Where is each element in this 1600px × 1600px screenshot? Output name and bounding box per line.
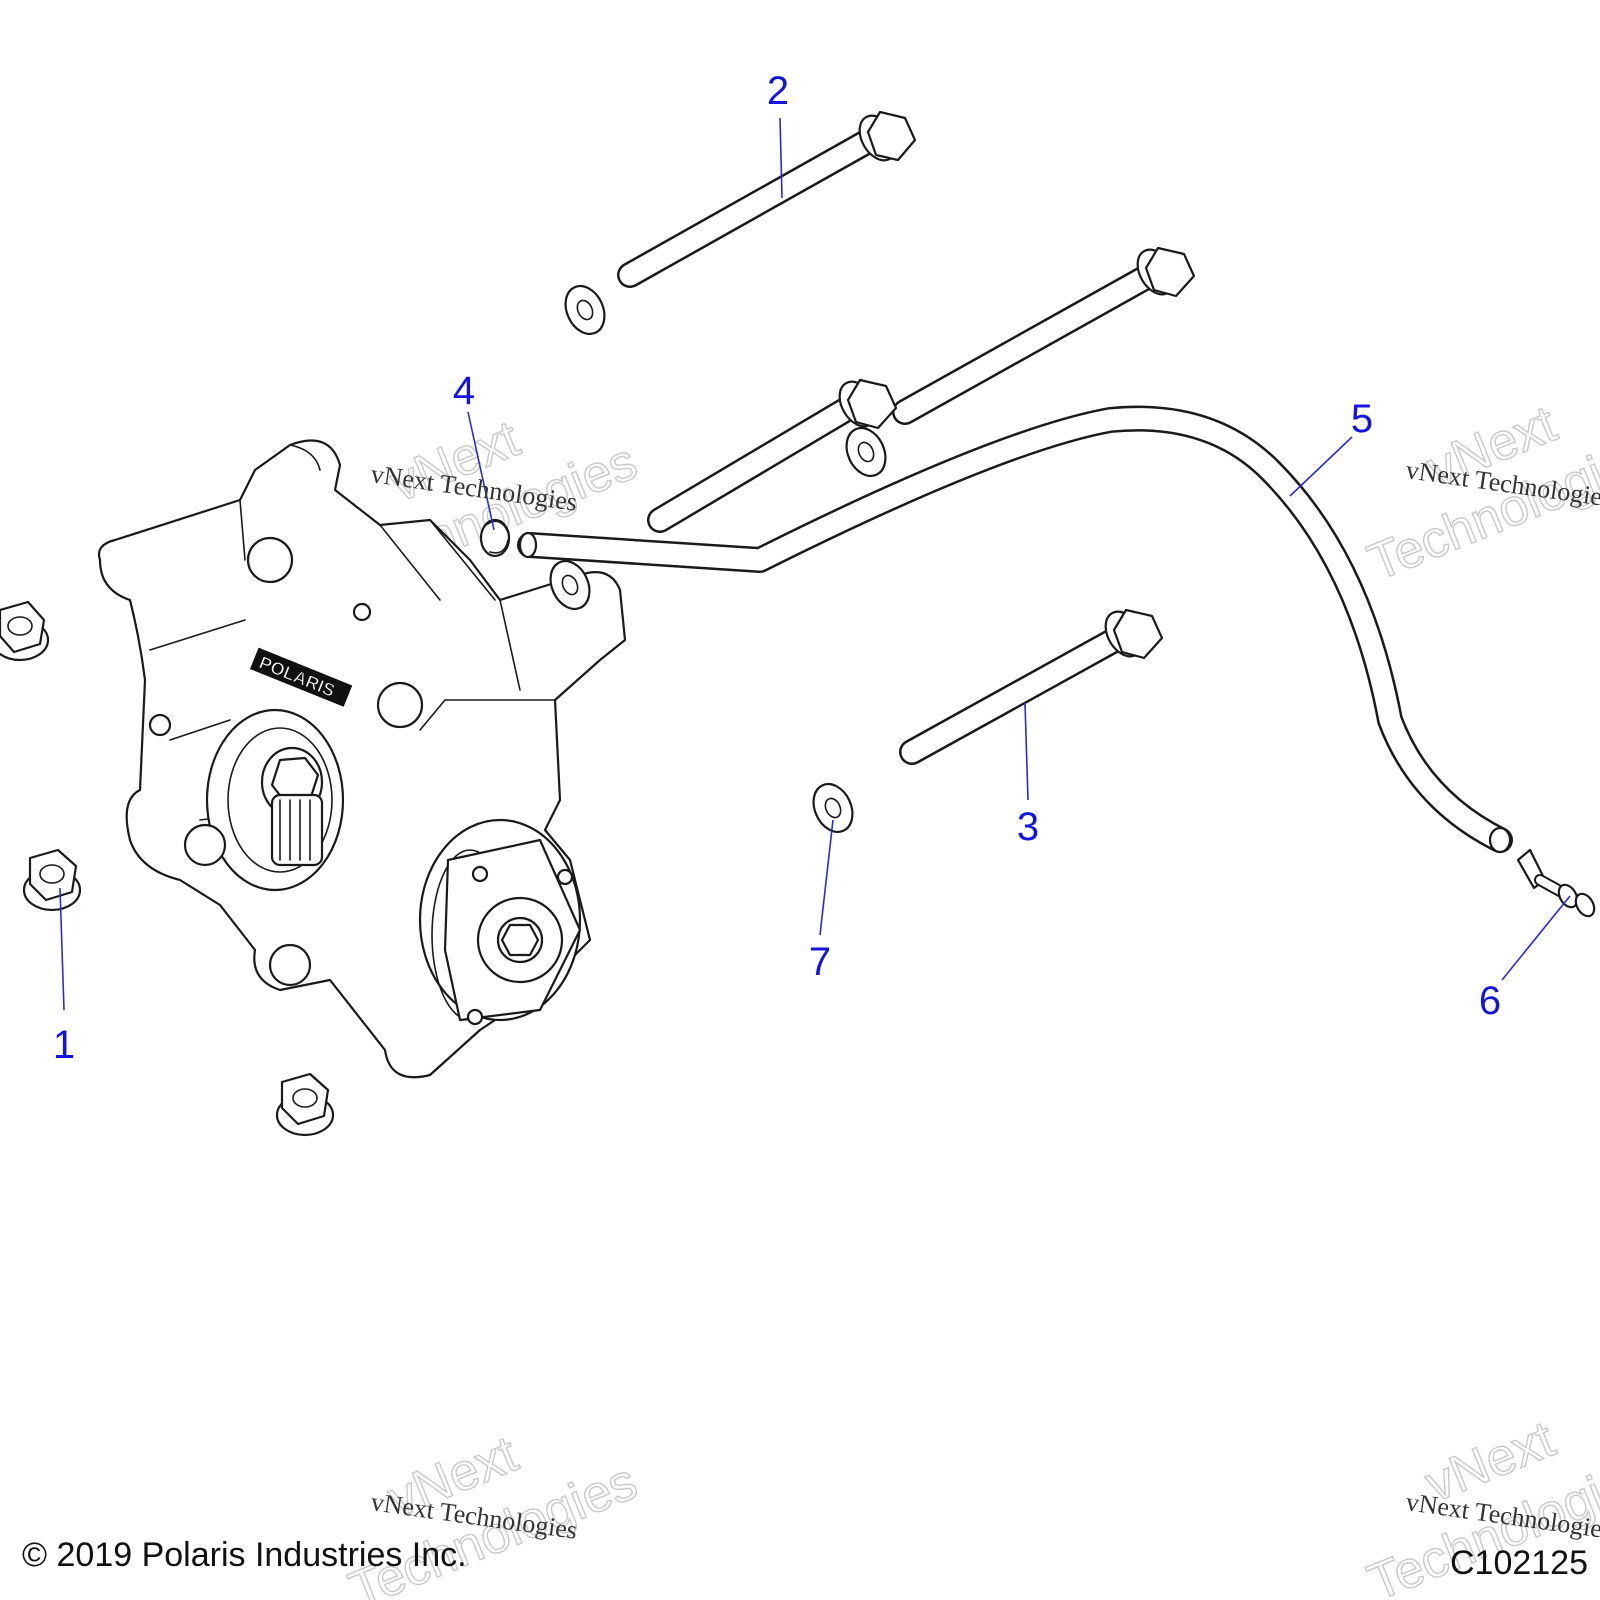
washer-b (845, 426, 887, 478)
callout-5: 5 (1351, 397, 1373, 441)
gearcase-housing: POLARIS (97, 439, 627, 1079)
flange-nut-1c (275, 1072, 335, 1137)
vent-fitting-6 (1516, 848, 1596, 918)
bolt-2 (617, 110, 917, 288)
callout-1: 1 (53, 1023, 75, 1067)
figure-code: C102125 (1450, 1544, 1588, 1582)
flange-nut-1a (0, 600, 50, 662)
washer-7 (812, 782, 854, 834)
washer-a (564, 284, 606, 336)
copyright-text: © 2019 Polaris Industries Inc. (22, 1536, 467, 1574)
leader-lines (59, 117, 1571, 1011)
callout-4: 4 (453, 369, 475, 413)
flange-nut-1b (22, 848, 82, 912)
vent-hose-5 (517, 405, 1513, 854)
bolt-short (647, 378, 898, 533)
callout-7: 7 (809, 940, 831, 984)
callout-6: 6 (1479, 979, 1501, 1023)
bolt-3 (899, 608, 1164, 765)
hose-clamp-4 (479, 518, 511, 558)
bolt-long-upper (892, 246, 1196, 425)
callout-2: 2 (767, 69, 789, 113)
washer-c (549, 559, 591, 611)
callout-3: 3 (1017, 805, 1039, 849)
